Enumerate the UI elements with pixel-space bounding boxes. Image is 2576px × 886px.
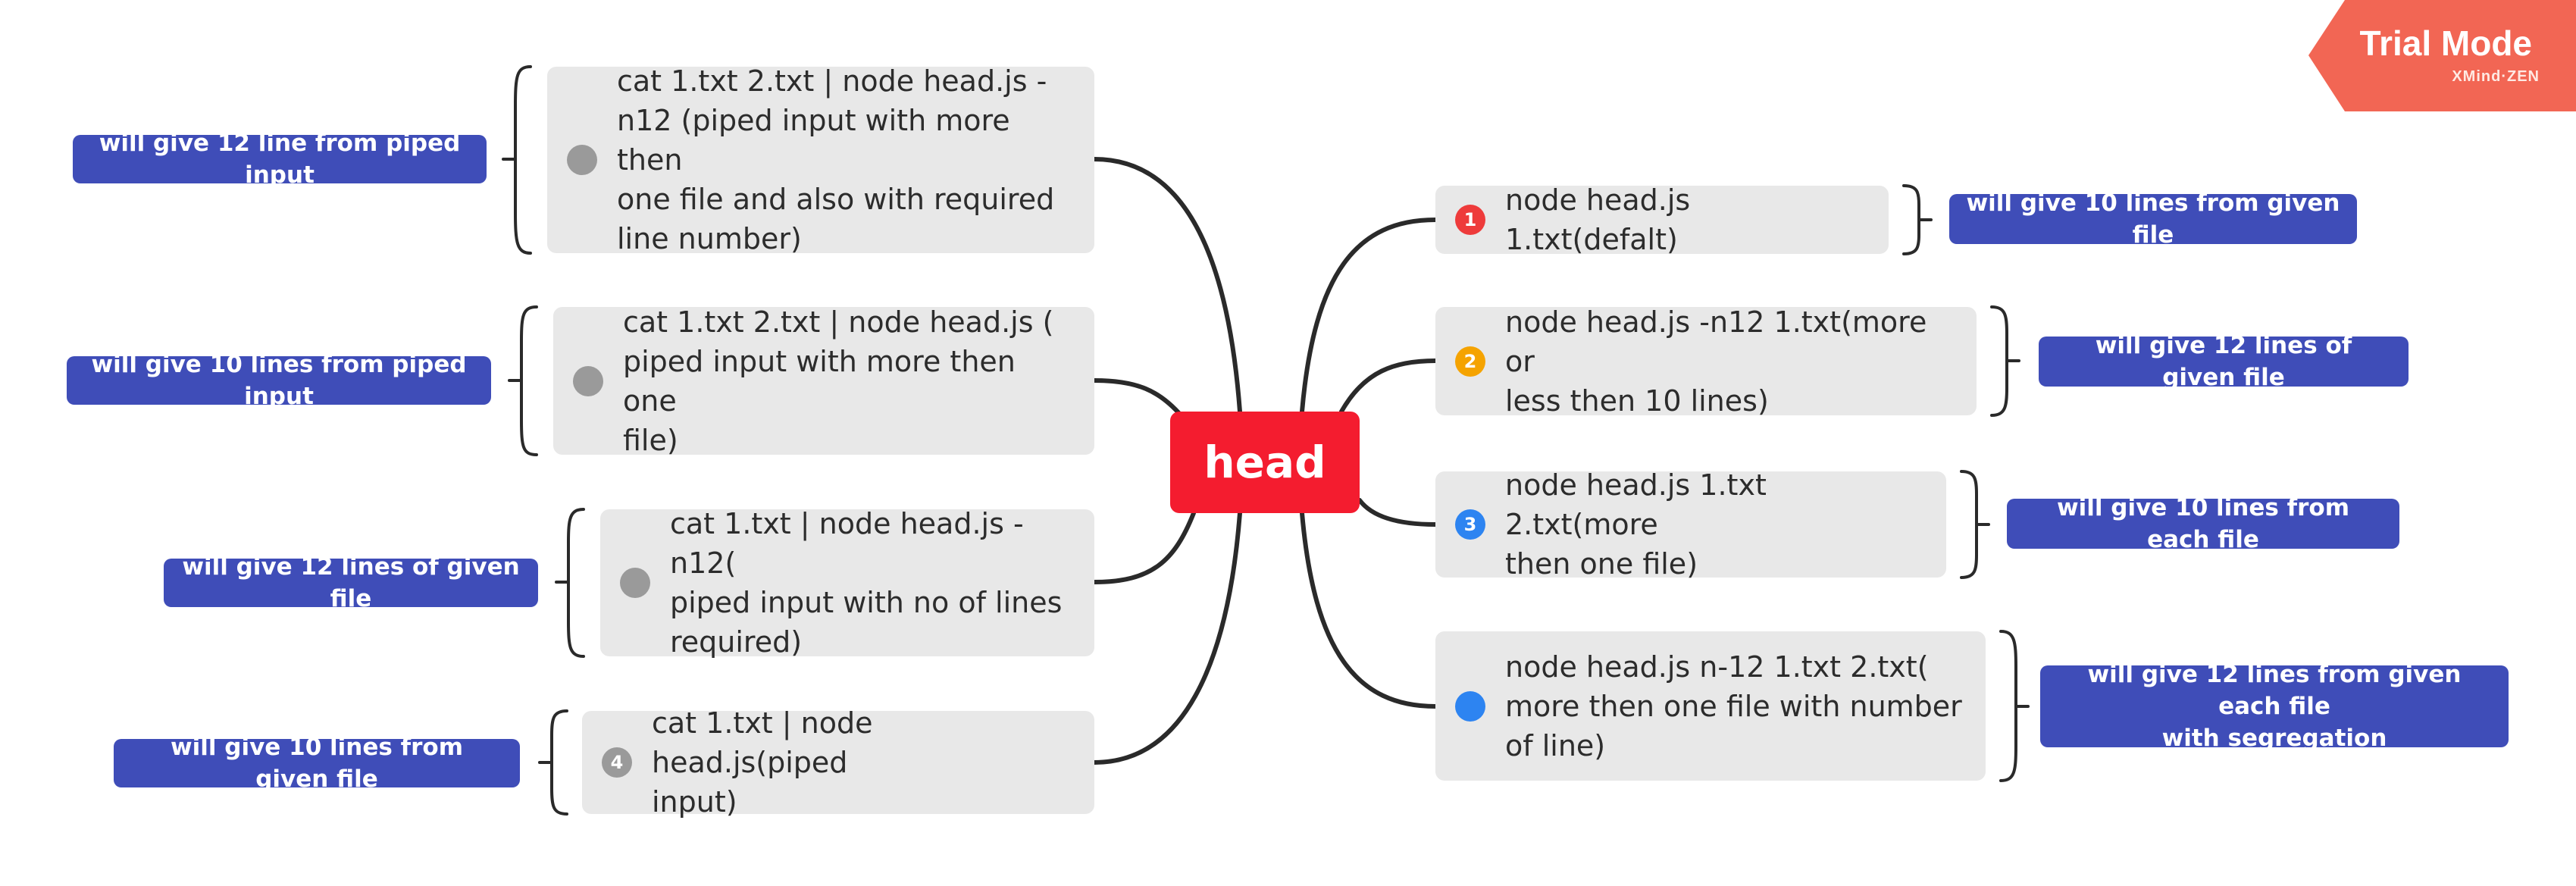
xmind-brand-logo: XMind·ZEN xyxy=(2452,68,2540,85)
topic-right-3-text: node head.js 1.txt 2.txt(more then one f… xyxy=(1505,468,1767,581)
priority-4-icon: 4 xyxy=(602,747,632,778)
note-left-3-text: will give 12 lines of given file xyxy=(182,553,520,612)
central-topic[interactable]: head xyxy=(1170,412,1360,513)
central-topic-label: head xyxy=(1203,437,1326,488)
topic-right-4[interactable]: node head.js n-12 1.txt 2.txt( more then… xyxy=(1435,631,1986,781)
note-right-3-text: will give 10 lines from each file xyxy=(2056,494,2350,553)
bracket-left-2 xyxy=(508,305,538,456)
note-right-2[interactable]: will give 12 lines of given file xyxy=(2039,332,2409,391)
topic-right-1-text: node head.js 1.txt(defalt) xyxy=(1505,183,1691,256)
priority-2-icon: 2 xyxy=(1455,346,1485,377)
branch-line-left-2 xyxy=(1092,378,1185,419)
topic-right-4-text: node head.js n-12 1.txt 2.txt( more then… xyxy=(1505,650,1962,762)
branch-line-right-1 xyxy=(1300,218,1438,414)
bracket-left-4 xyxy=(538,709,568,816)
note-left-3[interactable]: will give 12 lines of given file xyxy=(164,553,538,612)
branch-line-left-3 xyxy=(1092,511,1196,584)
branch-line-right-3 xyxy=(1357,498,1438,527)
note-left-4[interactable]: will give 10 lines from given file xyxy=(114,734,520,793)
priority-marker-icon xyxy=(620,568,650,598)
priority-1-icon: 1 xyxy=(1455,205,1485,235)
topic-left-3[interactable]: cat 1.txt | node head.js -n12( piped inp… xyxy=(600,507,1094,659)
branch-line-right-4 xyxy=(1300,511,1438,709)
topic-right-3[interactable]: 3 node head.js 1.txt 2.txt(more then one… xyxy=(1435,468,1946,581)
topic-right-1[interactable]: 1 node head.js 1.txt(defalt) xyxy=(1435,183,1889,256)
priority-marker-icon xyxy=(567,145,597,175)
bracket-right-2 xyxy=(1990,305,2020,417)
note-right-1[interactable]: will give 10 lines from given file xyxy=(1949,189,2357,249)
note-right-3[interactable]: will give 10 lines from each file xyxy=(2007,494,2399,553)
note-left-2[interactable]: will give 10 lines from piped input xyxy=(67,351,491,410)
note-left-2-text: will give 10 lines from piped input xyxy=(91,351,467,410)
branch-line-left-1 xyxy=(1092,157,1242,414)
bracket-right-1 xyxy=(1902,184,1933,255)
bracket-left-3 xyxy=(555,508,585,658)
note-left-1[interactable]: will give 12 line from piped input xyxy=(73,130,487,189)
blue-dot-marker-icon xyxy=(1455,690,1485,722)
note-right-4-text: will give 12 lines from given each file … xyxy=(2087,661,2462,752)
priority-marker-icon xyxy=(573,365,603,396)
note-right-1-text: will give 10 lines from given file xyxy=(1966,189,2340,249)
branch-line-right-2 xyxy=(1339,358,1438,414)
note-left-4-text: will give 10 lines from given file xyxy=(170,734,464,793)
priority-3-icon: 3 xyxy=(1455,509,1485,540)
note-right-4[interactable]: will give 12 lines from given each file … xyxy=(2040,661,2509,752)
bracket-right-3 xyxy=(1960,470,1990,579)
bracket-right-4 xyxy=(1999,630,2030,782)
topic-left-3-text: cat 1.txt | node head.js -n12( piped inp… xyxy=(670,507,1063,659)
note-left-1-text: will give 12 line from piped input xyxy=(99,130,461,189)
topic-left-2[interactable]: cat 1.txt 2.txt | node head.js ( piped i… xyxy=(553,305,1094,457)
topic-right-2-text: node head.js -n12 1.txt(more or less the… xyxy=(1505,305,1927,418)
note-right-2-text: will give 12 lines of given file xyxy=(2095,332,2352,391)
trial-mode-badge[interactable]: Trial Mode XMind·ZEN xyxy=(2308,0,2576,111)
topic-left-2-text: cat 1.txt 2.txt | node head.js ( piped i… xyxy=(623,305,1054,457)
topic-left-4-text: cat 1.txt | node head.js(piped input) xyxy=(652,706,873,819)
topic-left-4[interactable]: 4 cat 1.txt | node head.js(piped input) xyxy=(582,706,1094,819)
topic-right-2[interactable]: 2 node head.js -n12 1.txt(more or less t… xyxy=(1435,305,1977,418)
topic-left-1-text: cat 1.txt 2.txt | node head.js - n12 (pi… xyxy=(617,64,1055,255)
topic-left-1[interactable]: cat 1.txt 2.txt | node head.js - n12 (pi… xyxy=(547,64,1094,255)
branch-line-left-4 xyxy=(1092,511,1242,765)
trial-badge-shape xyxy=(2308,0,2576,111)
trial-mode-title: Trial Mode xyxy=(2359,23,2532,63)
bracket-left-1 xyxy=(502,65,532,255)
